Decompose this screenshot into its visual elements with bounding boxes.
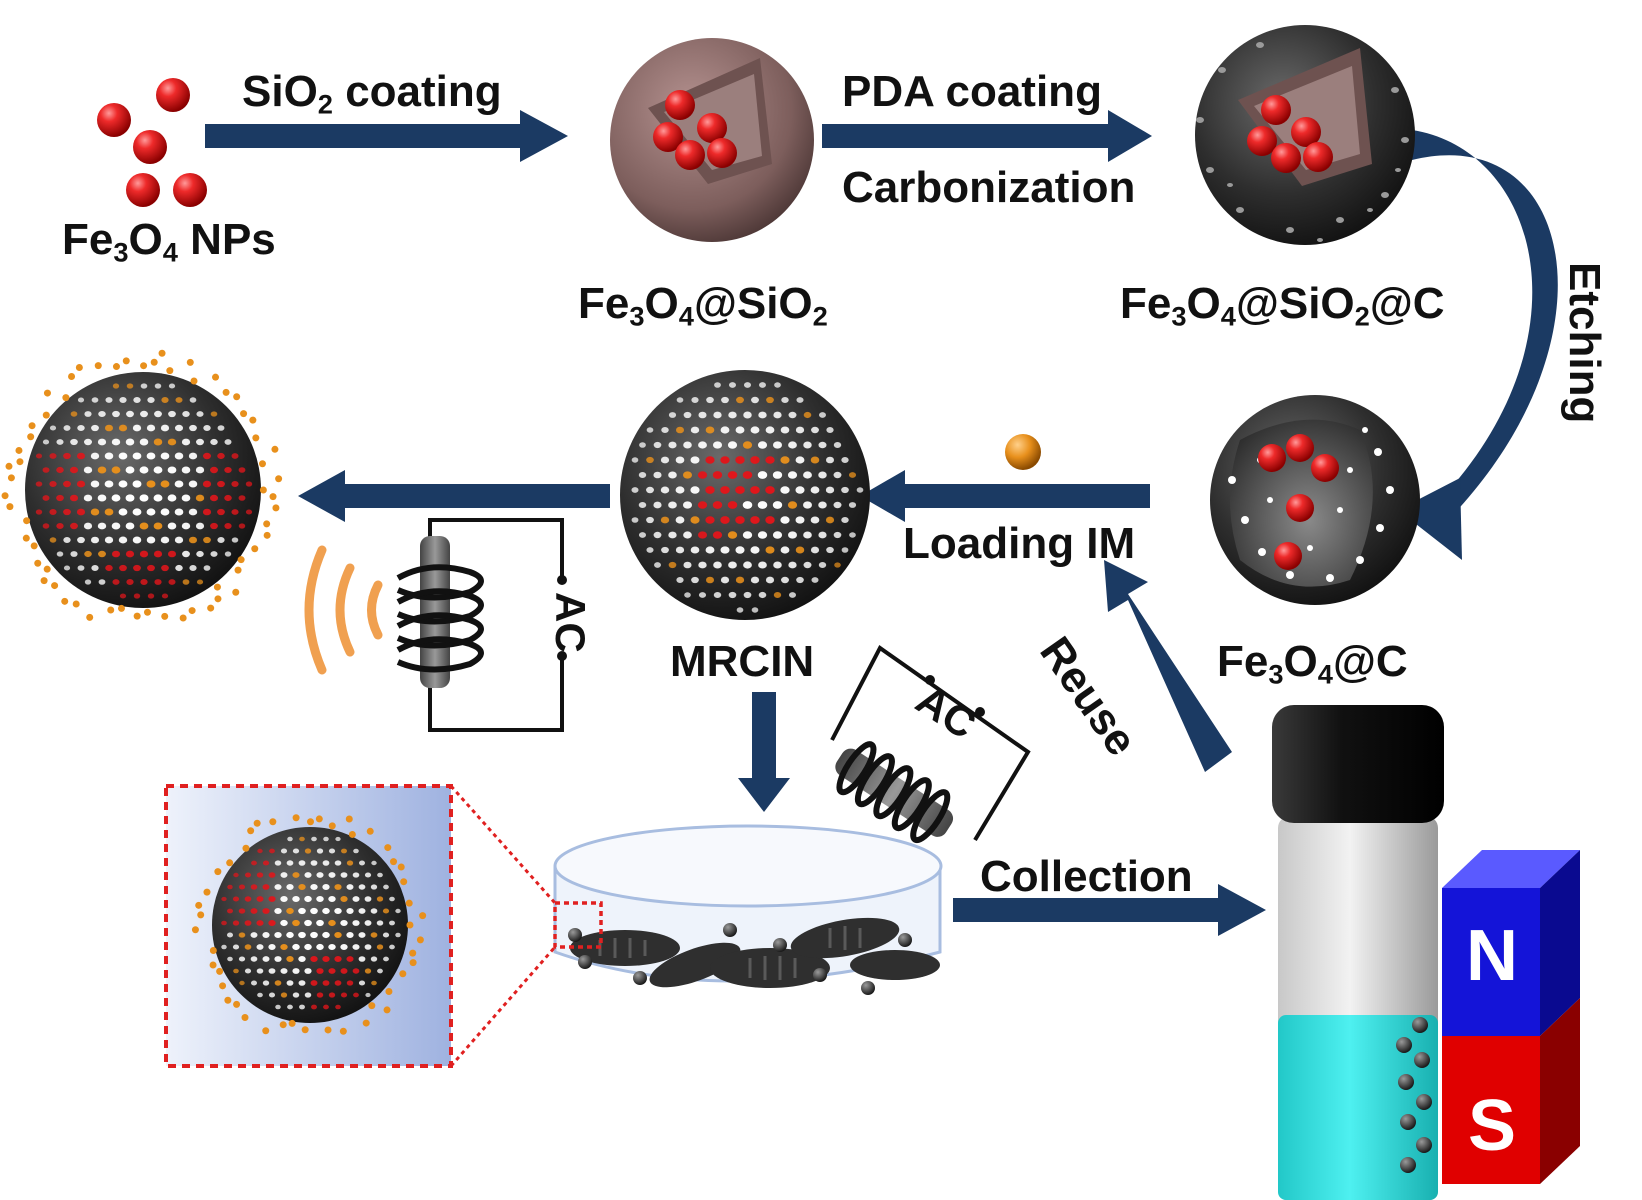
- vial: [1272, 705, 1444, 1200]
- im-drug-particle: [1005, 434, 1041, 470]
- released-sphere: [1, 349, 283, 622]
- label-carbonization: Carbonization: [842, 163, 1136, 212]
- dish-zoom-marker: [553, 901, 603, 949]
- mrcin-sphere: [620, 370, 870, 620]
- carbon-shell-pores: [1196, 42, 1409, 242]
- fe3o4-sio2-sphere: [610, 38, 814, 242]
- label-sio2-coating: SiO2 coating: [242, 67, 502, 120]
- magnet: [1442, 850, 1580, 1184]
- arrow-reuse: [1104, 560, 1232, 772]
- fe3o4-c-sphere: [1210, 395, 1420, 605]
- label-loading-im: Loading IM: [903, 519, 1136, 568]
- label-magnet-n: N: [1466, 916, 1518, 996]
- arrow-down-mrcin: [738, 692, 790, 812]
- label-mrcin: MRCIN: [670, 637, 815, 686]
- label-collection: Collection: [980, 852, 1193, 901]
- arrow-left-release: [298, 470, 610, 522]
- fe3o4-nanoparticles: [97, 78, 207, 207]
- label-fe3o4-c: Fe3O4@C: [1217, 637, 1408, 690]
- ac-circuit-left: [304, 518, 567, 732]
- zoom-inset: [164, 784, 557, 1068]
- arrow-pda-coating: [822, 110, 1152, 162]
- fe3o4-sio2-c-sphere: [1195, 25, 1415, 245]
- arrow-collection: [953, 884, 1266, 936]
- label-pda-coating: PDA coating: [842, 67, 1102, 116]
- label-fe3o4-sio2-c: Fe3O4@SiO2@C: [1120, 279, 1445, 332]
- label-magnet-s: S: [1468, 1086, 1517, 1166]
- label-ac-left: AC: [547, 592, 594, 653]
- label-fe3o4-nps: Fe3O4 NPs: [62, 215, 276, 268]
- arrow-sio2-coating: [205, 110, 568, 162]
- label-fe3o4-sio2: Fe3O4@SiO2: [578, 279, 828, 332]
- label-etching: Etching: [1560, 262, 1609, 424]
- petri-dish: [553, 824, 943, 995]
- arrow-etching: [1398, 130, 1558, 560]
- dish-particles: [568, 923, 912, 995]
- arrow-loading-im: [860, 470, 1150, 522]
- collected-particles: [1396, 1017, 1432, 1173]
